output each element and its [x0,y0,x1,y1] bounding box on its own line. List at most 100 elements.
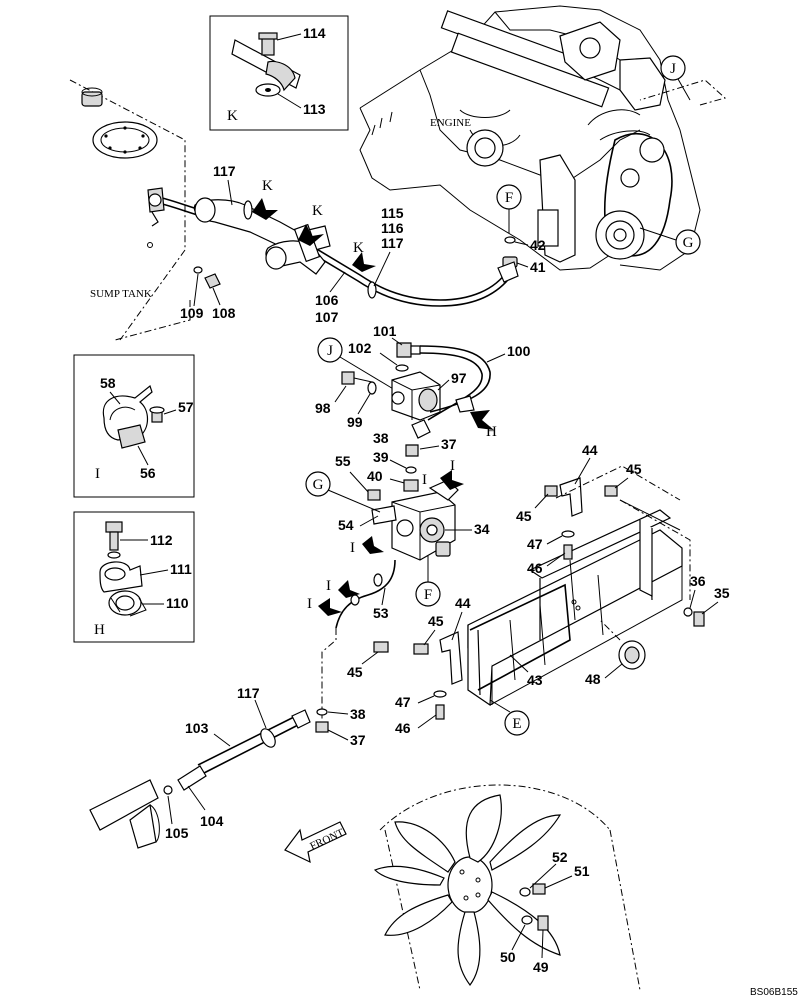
part-num: 49 [533,959,549,975]
ref-circle-G-right [675,229,701,255]
part-num: 101 [373,323,397,339]
part-num: 113 [303,101,326,117]
part-num: 103 [185,720,209,736]
part-num: 117 [381,235,404,251]
part-num: 45 [428,613,444,629]
arrow-letter: K [262,178,273,194]
detail-view-H [73,511,195,643]
part-num: 44 [582,442,598,458]
arrow-I-3 [338,580,360,598]
part-num: 42 [530,237,546,253]
arrow-I-4 [318,598,342,616]
arrow-letter: K [353,240,364,256]
part-num: 105 [165,825,189,841]
part-num: 45 [626,461,642,477]
part-num: 44 [455,595,471,611]
part-num: 117 [213,163,236,179]
part-num: 110 [166,595,189,611]
ref-letter: J [670,61,676,77]
arrow-letter: I [350,540,355,556]
part-num: 52 [552,849,568,865]
drawing-code: BS06B155 [750,987,798,998]
sump-tank-label: SUMP TANK [90,288,152,300]
part-num: 108 [212,305,236,321]
part-num: 116 [381,220,404,236]
cooler-43 [439,477,683,707]
arrow-K-1 [252,198,278,220]
part-num: 38 [373,430,389,446]
part-num: 107 [315,309,339,325]
part-num: 41 [530,259,546,275]
part-num: 98 [315,400,331,416]
arrow-letter: I [326,578,331,594]
part-num: 54 [338,517,354,533]
part-num: 37 [441,436,457,452]
detail-letter: K [227,108,238,124]
ref-circle-E [504,710,530,736]
part-num: 102 [348,340,372,356]
ref-letter: G [683,235,694,251]
part-num: 39 [373,449,389,465]
ref-letter: F [424,587,432,603]
arrow-K-2 [298,224,324,246]
part-num: 99 [347,414,363,430]
ref-letter: F [505,190,513,206]
part-num: 51 [574,863,590,879]
hose-103 [89,709,311,849]
ref-letter: J [327,343,333,359]
arrow-letter: K [312,203,323,219]
part-num: 58 [100,375,116,391]
part-num: 106 [315,292,339,308]
part-num: 117 [237,685,260,701]
part-num: 55 [335,453,351,469]
part-num: 97 [451,370,467,386]
part-num: 112 [150,532,173,548]
part-num: 43 [527,672,543,688]
part-num: 48 [585,671,601,687]
arrow-letter: I [422,472,427,488]
part-num: 100 [507,343,531,359]
pump-97 [391,342,441,421]
part-num: 47 [527,536,543,552]
part-num: 36 [690,573,706,589]
part-num: 38 [350,706,366,722]
part-num: 53 [373,605,389,621]
part-num: 56 [140,465,156,481]
detail-letter: I [95,466,100,482]
front-direction-arrow: FRONT [284,821,347,864]
detail-view-I [73,354,195,498]
part-num: 50 [500,949,516,965]
arrow-I-1 [440,470,464,490]
part-num: 57 [178,399,194,415]
detail-view-K [209,15,349,131]
part-num: 115 [381,205,404,221]
arrow-letter: I [450,458,455,474]
hose-106-107 [147,187,519,307]
part-num: 111 [170,561,192,577]
arrow-letter: H [486,424,497,440]
detail-letter: H [94,622,105,638]
engine-drawing [359,5,701,271]
ref-letter: G [313,477,324,493]
ref-circle-G-valve [305,471,331,497]
arrow-H [470,410,494,430]
ref-letter: E [512,716,521,732]
arrow-I-2 [362,536,384,554]
arrow-K-3 [352,252,376,272]
valve-34 [371,479,459,561]
engine-label: ENGINE [430,117,471,129]
part-num: 46 [527,560,543,576]
arrow-letter: I [307,596,312,612]
part-num: 109 [180,305,204,321]
ref-circle-J-top [660,55,686,81]
part-num: 47 [395,694,411,710]
ref-circle-J-pump [317,337,343,363]
part-num: 35 [714,585,730,601]
sump-tank-drawing [69,79,191,341]
part-num: 46 [395,720,411,736]
part-num: 114 [303,25,326,41]
part-num: 34 [474,521,490,537]
part-num: 45 [516,508,532,524]
